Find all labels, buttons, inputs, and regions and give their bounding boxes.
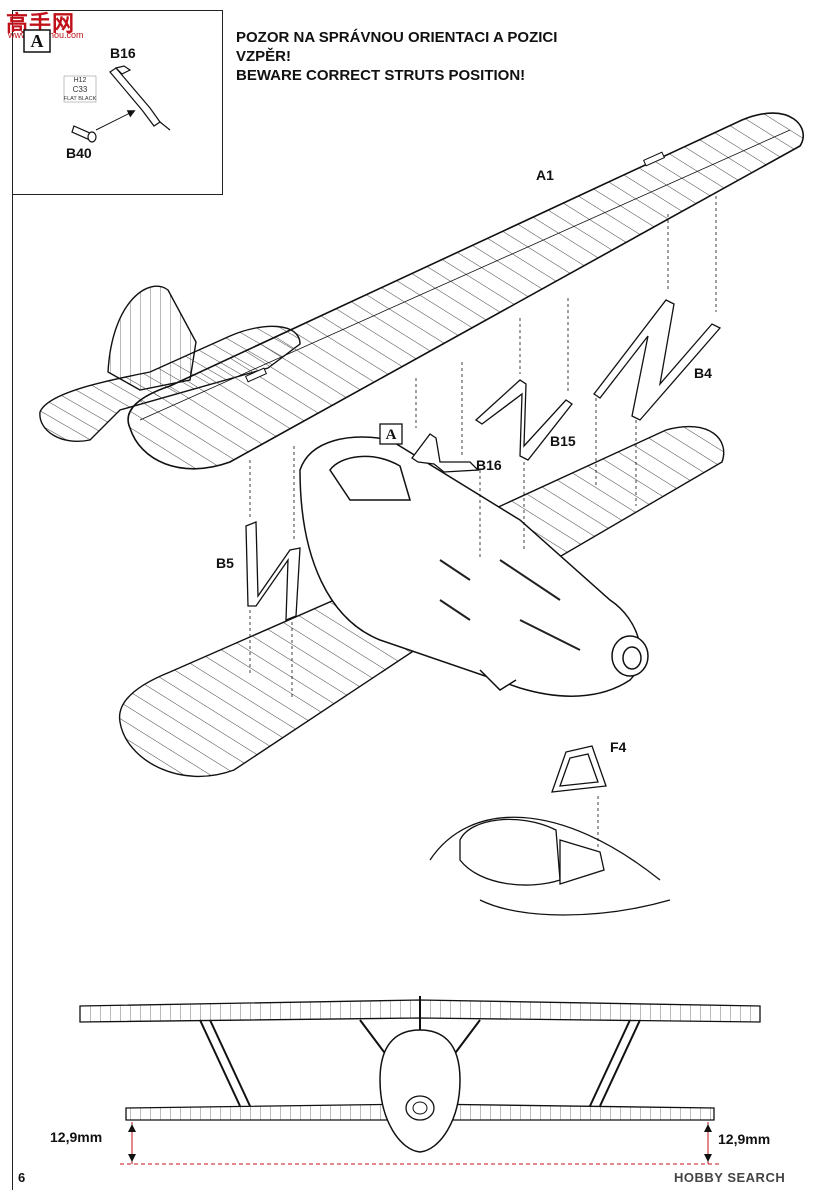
label-b16: B16 [476, 457, 502, 473]
label-inset-b16: B16 [110, 45, 136, 61]
strut-b5 [245, 521, 301, 621]
label-inset-b40: B40 [66, 145, 92, 161]
inset-strut-b16 [109, 65, 171, 131]
lower-wing-left [118, 579, 432, 778]
label-b5: B5 [216, 555, 234, 571]
page-number: 6 [18, 1170, 26, 1185]
inset-paint-code-1: H12 [74, 77, 87, 84]
windscreen-detail [429, 745, 671, 916]
main-marker-letter: A [386, 427, 397, 443]
strut-b4 [593, 299, 722, 421]
main-marker: A [379, 423, 403, 445]
inset-marker-letter: A [31, 31, 44, 51]
upper-wing-a1 [127, 112, 805, 470]
detail-inset [12, 10, 223, 195]
guide-lines [249, 196, 717, 700]
label-b4: B4 [694, 365, 712, 381]
warning-line-3: BEWARE CORRECT STRUTS POSITION! [236, 67, 526, 84]
inset-paint-name: FLAT BLACK [64, 96, 97, 102]
strut-b16 [411, 433, 480, 473]
warning-line-1: POZOR NA SPRÁVNOU ORIENTACI A POZICI [236, 29, 558, 46]
label-b15: B15 [550, 433, 576, 449]
inset-paint-code-2: C33 [73, 85, 88, 94]
label-f4: F4 [610, 739, 627, 755]
inset-pin-b40 [71, 125, 97, 143]
fuselage [299, 436, 649, 697]
strut-b15 [474, 379, 573, 461]
dimension-left: 12,9mm [50, 1129, 102, 1145]
front-view [79, 996, 761, 1165]
warning-line-2: VZPĚR! [236, 48, 292, 65]
inset-marker: A [23, 29, 51, 53]
brand-watermark: HOBBY SEARCH [674, 1170, 786, 1185]
page-frame [12, 10, 831, 1190]
label-a1: A1 [536, 167, 554, 183]
dimension-right: 12,9mm [718, 1131, 770, 1147]
warning-header: POZOR NA SPRÁVNOU ORIENTACI A POZICI VZP… [236, 28, 557, 85]
